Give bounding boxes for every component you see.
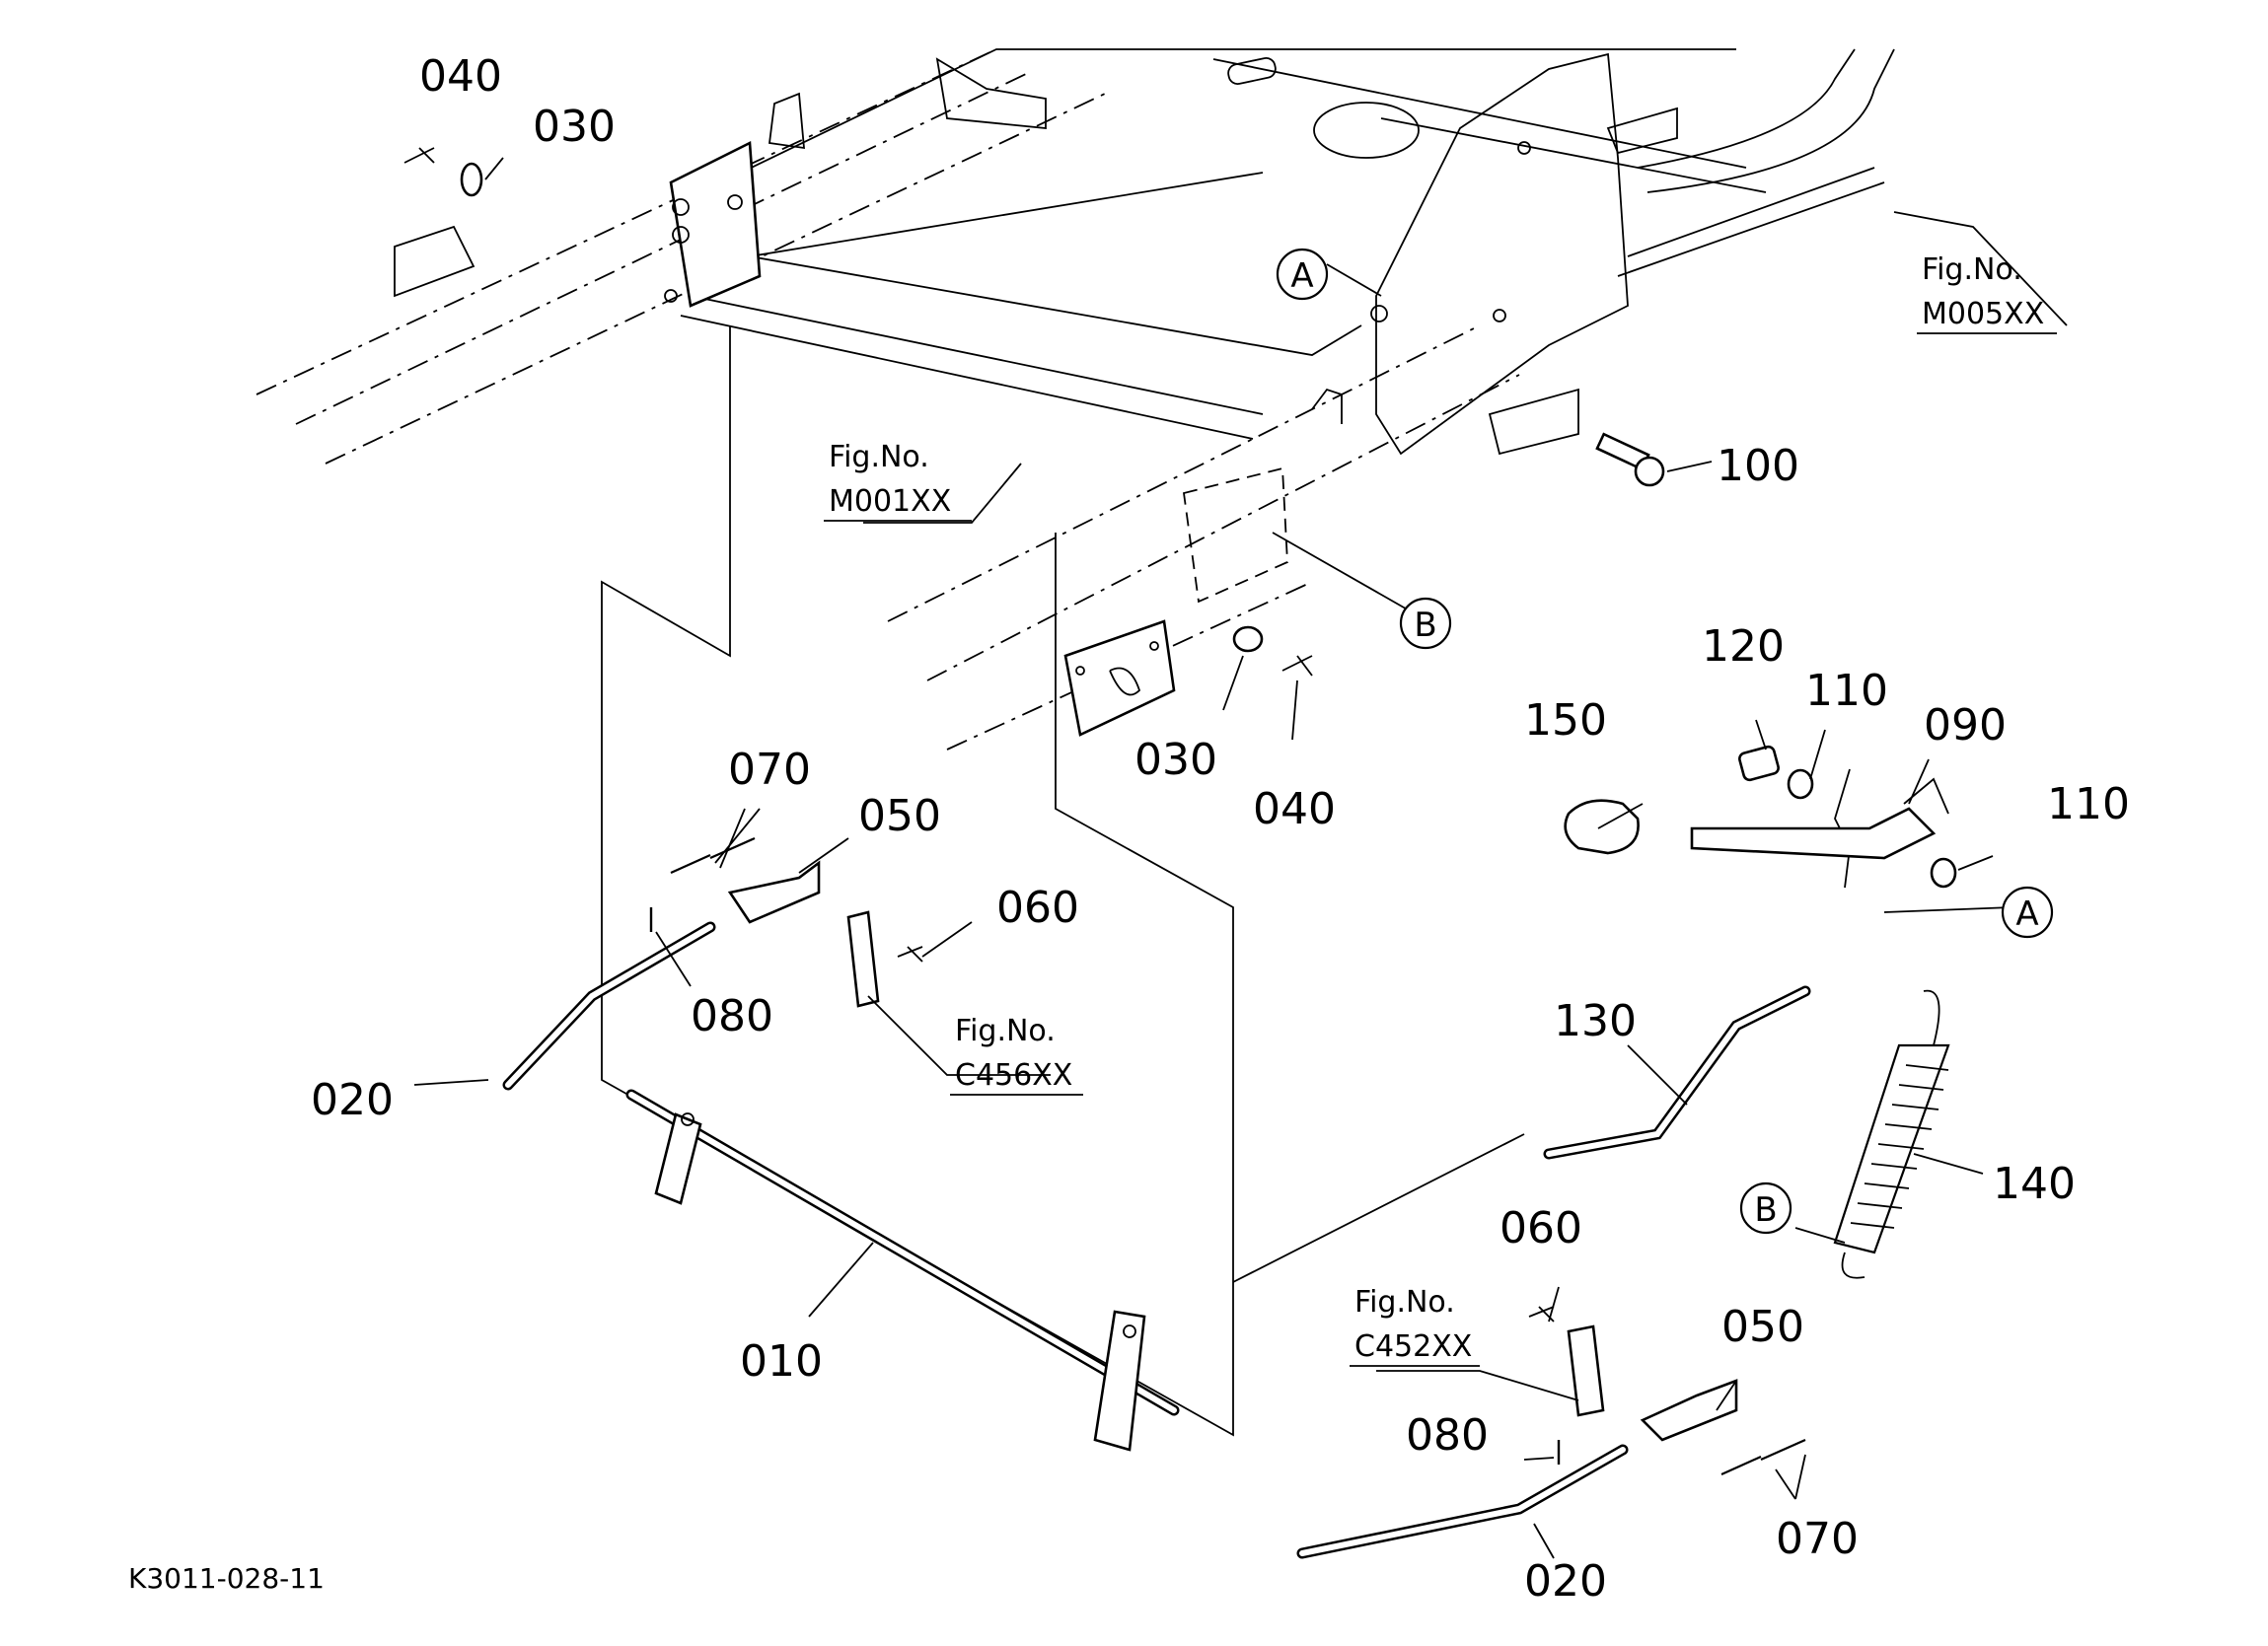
svg-text:M001XX: M001XX <box>829 484 951 519</box>
washer-030-mid <box>1232 625 1264 653</box>
pin-040-mid <box>1281 655 1313 677</box>
label-100: 100 <box>1717 441 1799 491</box>
label-130: 130 <box>1554 996 1637 1046</box>
svg-text:Fig.No.: Fig.No. <box>1922 252 2022 287</box>
washer-110-top <box>1787 768 1814 800</box>
label-060-right: 060 <box>1500 1203 1582 1253</box>
label-030-mid: 030 <box>1134 735 1217 785</box>
svg-text:C452XX: C452XX <box>1354 1329 1472 1364</box>
svg-text:Fig.No.: Fig.No. <box>955 1014 1056 1048</box>
lever-090 <box>1690 777 1949 860</box>
marker-b-spring: B <box>1739 1181 1792 1235</box>
label-120: 120 <box>1702 621 1785 672</box>
label-050-left: 050 <box>858 791 941 841</box>
label-070-right: 070 <box>1776 1514 1859 1564</box>
label-110-right: 110 <box>2047 779 2130 829</box>
label-020-left: 020 <box>311 1075 394 1125</box>
arm-060-right <box>1567 1324 1605 1417</box>
label-080-right: 080 <box>1406 1410 1489 1461</box>
arm-right <box>1093 1310 1146 1452</box>
svg-text:A: A <box>1290 256 1313 296</box>
bracket-050-left <box>727 860 821 924</box>
label-070-left: 070 <box>728 745 811 795</box>
label-060-left: 060 <box>996 883 1079 933</box>
svg-text:Fig.No.: Fig.No. <box>1354 1285 1455 1320</box>
label-080-left: 080 <box>691 991 773 1041</box>
washer-110-right <box>1930 857 1957 889</box>
rod-020-right <box>1296 1444 1629 1559</box>
washer-030-top <box>460 162 483 197</box>
fig-ref-m005xx: Fig.No. M005XX <box>1917 252 2057 334</box>
svg-text:A: A <box>2015 895 2038 934</box>
label-030-top: 030 <box>533 102 616 152</box>
marker-a-right: A <box>2001 886 2054 939</box>
marker-a-top: A <box>1276 248 1329 301</box>
left-mount-bracket <box>664 140 762 308</box>
nut-120 <box>1738 745 1780 782</box>
pin-040-top <box>403 147 435 164</box>
frame-structure <box>256 48 1895 751</box>
label-010: 010 <box>740 1336 823 1387</box>
arm-060-left <box>846 910 880 1008</box>
rod-020-left <box>502 921 716 1091</box>
label-150: 150 <box>1524 695 1607 746</box>
fig-ref-m001xx: Fig.No. M001XX <box>824 440 972 522</box>
spring-140 <box>1833 989 1950 1279</box>
marker-b-mid: B <box>1399 597 1452 650</box>
label-140: 140 <box>1993 1159 2076 1209</box>
spring-070-left <box>670 836 756 875</box>
fig-ref-c456xx: Fig.No. C456XX <box>950 1014 1083 1096</box>
clip-060-right <box>1528 1306 1555 1323</box>
center-plate <box>1063 466 1288 737</box>
drawing-number: K3011-028-11 <box>128 1562 325 1595</box>
rod-010 <box>625 1089 1180 1416</box>
clip-060-left <box>897 946 923 963</box>
svg-text:Fig.No.: Fig.No. <box>829 440 929 474</box>
svg-text:B: B <box>1414 606 1436 645</box>
arm-left <box>654 1112 702 1205</box>
svg-text:M005XX: M005XX <box>1922 297 2044 331</box>
rod-130 <box>1543 985 1811 1160</box>
label-040-top: 040 <box>419 51 502 102</box>
spring-070-right <box>1720 1438 1806 1476</box>
bolt-100 <box>1595 432 1665 487</box>
label-020-right: 020 <box>1524 1556 1607 1607</box>
label-050-right: 050 <box>1721 1302 1804 1352</box>
leader-lines <box>413 157 2068 1559</box>
svg-text:C456XX: C456XX <box>955 1058 1072 1093</box>
label-110-top: 110 <box>1805 666 1888 716</box>
fig-ref-c452xx: Fig.No. C452XX <box>1350 1285 1480 1367</box>
bracket-050-right <box>1640 1379 1738 1442</box>
svg-text:B: B <box>1754 1190 1777 1230</box>
label-040-mid: 040 <box>1253 784 1336 834</box>
label-090: 090 <box>1924 700 2007 751</box>
